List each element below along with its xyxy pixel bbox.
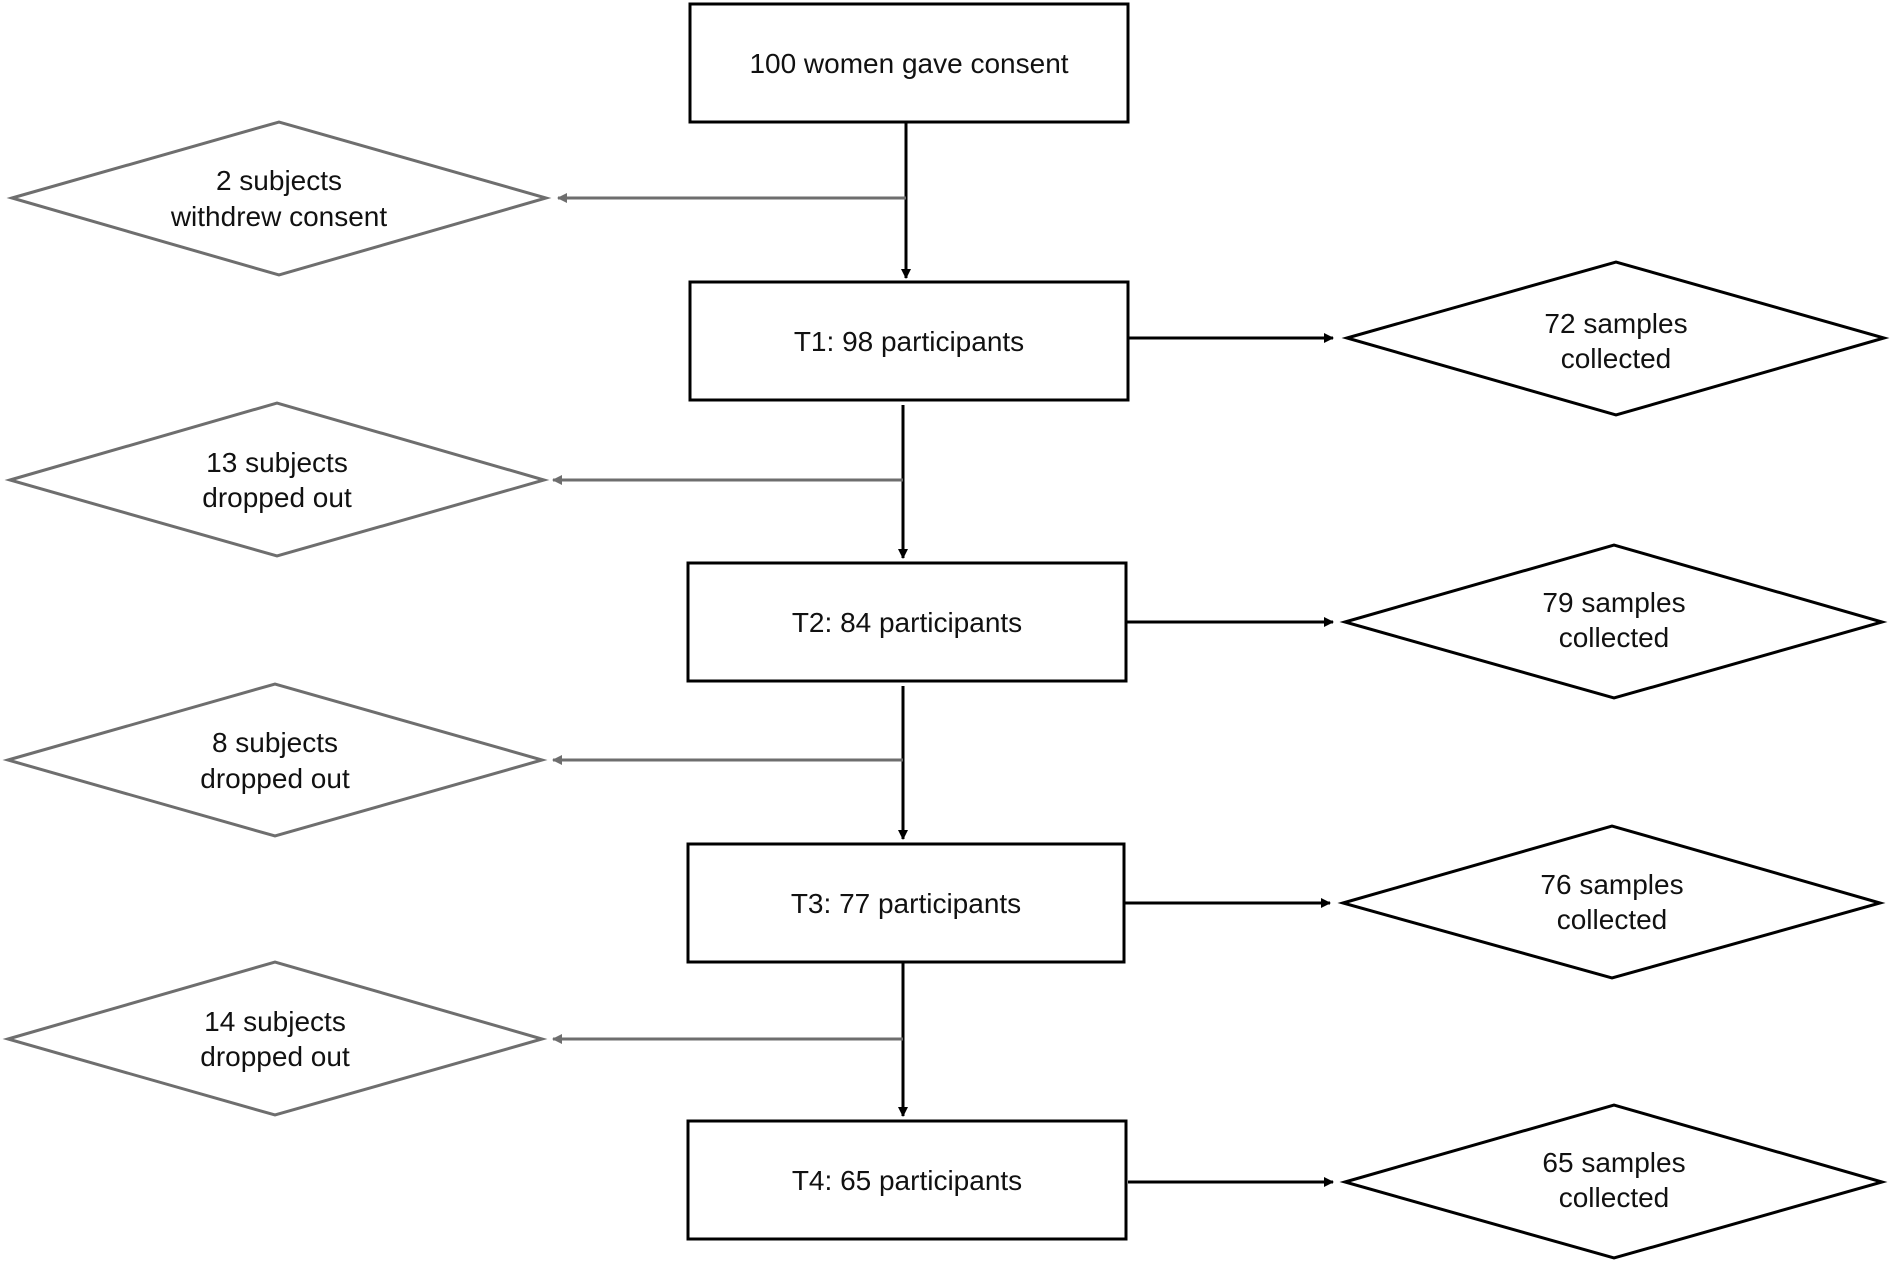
sample-diamond-t2: 79 samples collected <box>1339 543 1888 700</box>
consent-box: 100 women gave consent <box>688 2 1130 124</box>
sample-line-2: collected <box>1561 343 1672 374</box>
sample-line-1: 65 samples <box>1542 1147 1685 1178</box>
exclusion-diamond-t2-t3: 8 subjects dropped out <box>2 682 548 838</box>
exclusion-diamond-t1-t2: 13 subjects dropped out <box>4 401 550 558</box>
exclusion-diamond-withdrew: 2 subjects withdrew consent <box>6 120 552 277</box>
exclusion-line-1: 13 subjects <box>206 447 348 478</box>
t1-box-label: T1: 98 participants <box>794 326 1024 357</box>
t4-box: T4: 65 participants <box>686 1119 1128 1241</box>
sample-line-1: 79 samples <box>1542 587 1685 618</box>
sample-diamond-t4: 65 samples collected <box>1339 1103 1888 1260</box>
sample-line-2: collected <box>1559 1182 1670 1213</box>
t1-box: T1: 98 participants <box>688 280 1130 402</box>
exclusion-line-2: dropped out <box>200 763 350 794</box>
t2-box: T2: 84 participants <box>686 561 1128 683</box>
t3-box-label: T3: 77 participants <box>791 888 1021 919</box>
sample-diamond-t1: 72 samples collected <box>1341 260 1890 417</box>
exclusion-line-1: 14 subjects <box>204 1006 346 1037</box>
exclusion-line-2: dropped out <box>202 482 352 513</box>
exclusion-line-1: 8 subjects <box>212 727 338 758</box>
sample-diamond-t3: 76 samples collected <box>1337 824 1886 980</box>
t4-box-label: T4: 65 participants <box>792 1165 1022 1196</box>
exclusion-line-1: 2 subjects <box>216 165 342 196</box>
t2-box-label: T2: 84 participants <box>792 607 1022 638</box>
sample-line-1: 76 samples <box>1540 869 1683 900</box>
sample-line-1: 72 samples <box>1544 308 1687 339</box>
exclusion-line-2: withdrew consent <box>170 201 388 232</box>
exclusion-line-2: dropped out <box>200 1041 350 1072</box>
sample-line-2: collected <box>1557 904 1668 935</box>
exclusion-diamond-t3-t4: 14 subjects dropped out <box>2 960 548 1117</box>
t3-box: T3: 77 participants <box>686 842 1126 964</box>
consent-box-label: 100 women gave consent <box>749 48 1068 79</box>
sample-line-2: collected <box>1559 622 1670 653</box>
